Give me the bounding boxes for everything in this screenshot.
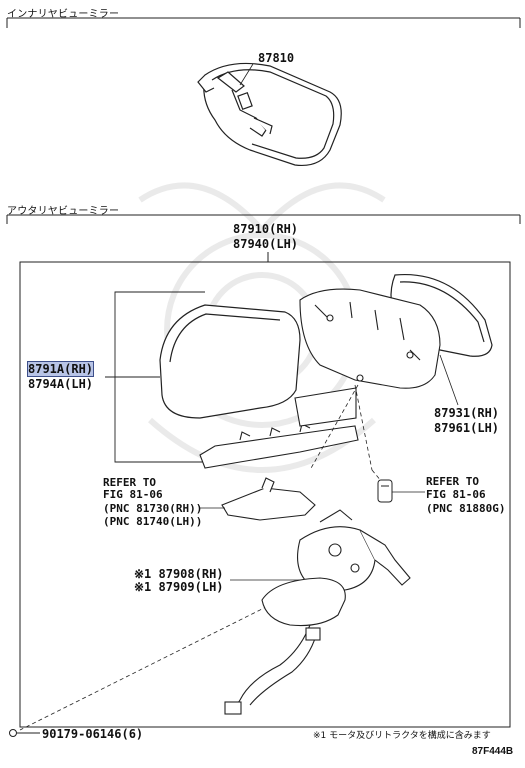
turn-signal-drawing xyxy=(221,477,316,521)
refer-right-line3[interactable]: (PNC 81880G) xyxy=(426,502,506,515)
part-87910-label[interactable]: 87910(RH) xyxy=(233,222,299,236)
cover-group-bracket xyxy=(105,291,205,463)
motor-retractor-drawing xyxy=(297,509,411,591)
assembly-frame xyxy=(19,261,511,728)
base-drawing xyxy=(261,577,346,627)
inner-mirror-drawing xyxy=(197,62,342,167)
refer-left-line4[interactable]: (PNC 81740(LH)) xyxy=(103,515,203,528)
screw-drawing xyxy=(9,729,40,737)
refer-right-line1[interactable]: REFER TO xyxy=(426,475,479,488)
part-8794A-label[interactable]: 8794A(LH) xyxy=(28,377,94,391)
refer-right-line2[interactable]: FIG 81-06 xyxy=(426,488,486,501)
outer-section-bracket xyxy=(6,214,521,224)
leader-87931 xyxy=(439,354,459,406)
refer-left-line1[interactable]: REFER TO xyxy=(103,476,156,489)
figure-code: 87F444B xyxy=(472,746,514,757)
refer-left-line3[interactable]: (PNC 81730(RH)) xyxy=(103,502,203,515)
refer-left-line2[interactable]: FIG 81-06 xyxy=(103,488,163,501)
part-87810-label[interactable]: 87810 xyxy=(258,51,295,65)
section-title-inner-mirror: インナリヤビューミラー xyxy=(7,9,120,20)
lower-cover-drawing xyxy=(199,387,359,469)
part-87909-label[interactable]: ※1 87909(LH) xyxy=(134,580,224,594)
mirror-housing-drawing xyxy=(299,288,441,389)
part-87908-label[interactable]: ※1 87908(RH) xyxy=(134,567,224,581)
part-87961-label[interactable]: 87961(LH) xyxy=(434,421,500,435)
part-90179-label[interactable]: 90179-06146(6) xyxy=(42,727,144,741)
bulb-drawing xyxy=(377,479,393,503)
footnote: ※1 モータ及びリトラクタを構成に含みます xyxy=(313,731,491,741)
mirror-cover-drawing xyxy=(159,304,301,419)
part-87931-label[interactable]: 87931(RH) xyxy=(434,406,500,420)
section-title-outer-mirror: アウタリヤビューミラー xyxy=(7,206,120,217)
part-87940-label[interactable]: 87940(LH) xyxy=(233,237,299,251)
part-8791A-label[interactable]: 8791A(RH) xyxy=(26,361,95,377)
leader-87810 xyxy=(239,63,254,86)
wire-harness-drawing xyxy=(224,624,321,715)
inner-section-bracket xyxy=(6,17,521,28)
